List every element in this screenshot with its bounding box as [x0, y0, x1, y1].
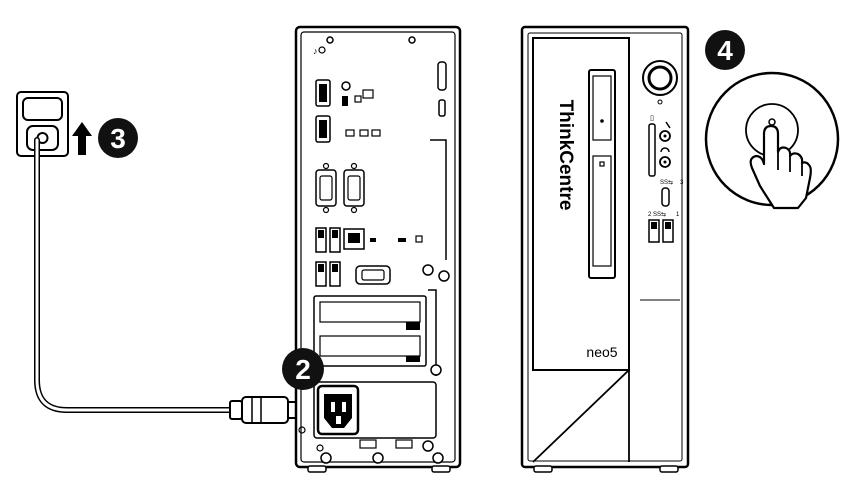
model-label: neo5	[586, 344, 617, 360]
brand-logo: ThinkCentre	[555, 100, 576, 211]
tower-front-view: ThinkCentre neo5 ▯ SS⇆	[520, 25, 690, 473]
arrow-up-icon	[72, 122, 92, 155]
power-button-icon	[642, 60, 678, 105]
microphone-jack-icon	[659, 121, 671, 142]
headphone-jack-icon	[659, 147, 671, 168]
power-cable	[34, 137, 297, 424]
usb-c-index: 3	[680, 180, 684, 186]
svg-text:▯: ▯	[650, 115, 654, 122]
step-4-badge: 4	[705, 30, 745, 70]
usb-a-index-right: 1	[676, 212, 680, 218]
step-2-number: 2	[295, 354, 311, 385]
tower-rear-view: ♪	[294, 25, 462, 473]
usb-icon	[315, 227, 341, 253]
hand-press-power-icon	[704, 71, 840, 210]
usb-a-index-left: 2	[648, 212, 652, 218]
power-outlet-icon	[16, 91, 69, 157]
power-inlet	[316, 384, 360, 436]
svg-text:♪: ♪	[313, 46, 318, 56]
svg-text:SS⇆: SS⇆	[653, 211, 666, 218]
step-3-badge: 3	[98, 118, 138, 158]
step-3-number: 3	[110, 123, 126, 154]
step-2-badge: 2	[282, 348, 324, 390]
step-4-number: 4	[717, 35, 733, 66]
network-port-icon	[343, 228, 365, 250]
svg-text:SS⇆: SS⇆	[660, 179, 673, 186]
